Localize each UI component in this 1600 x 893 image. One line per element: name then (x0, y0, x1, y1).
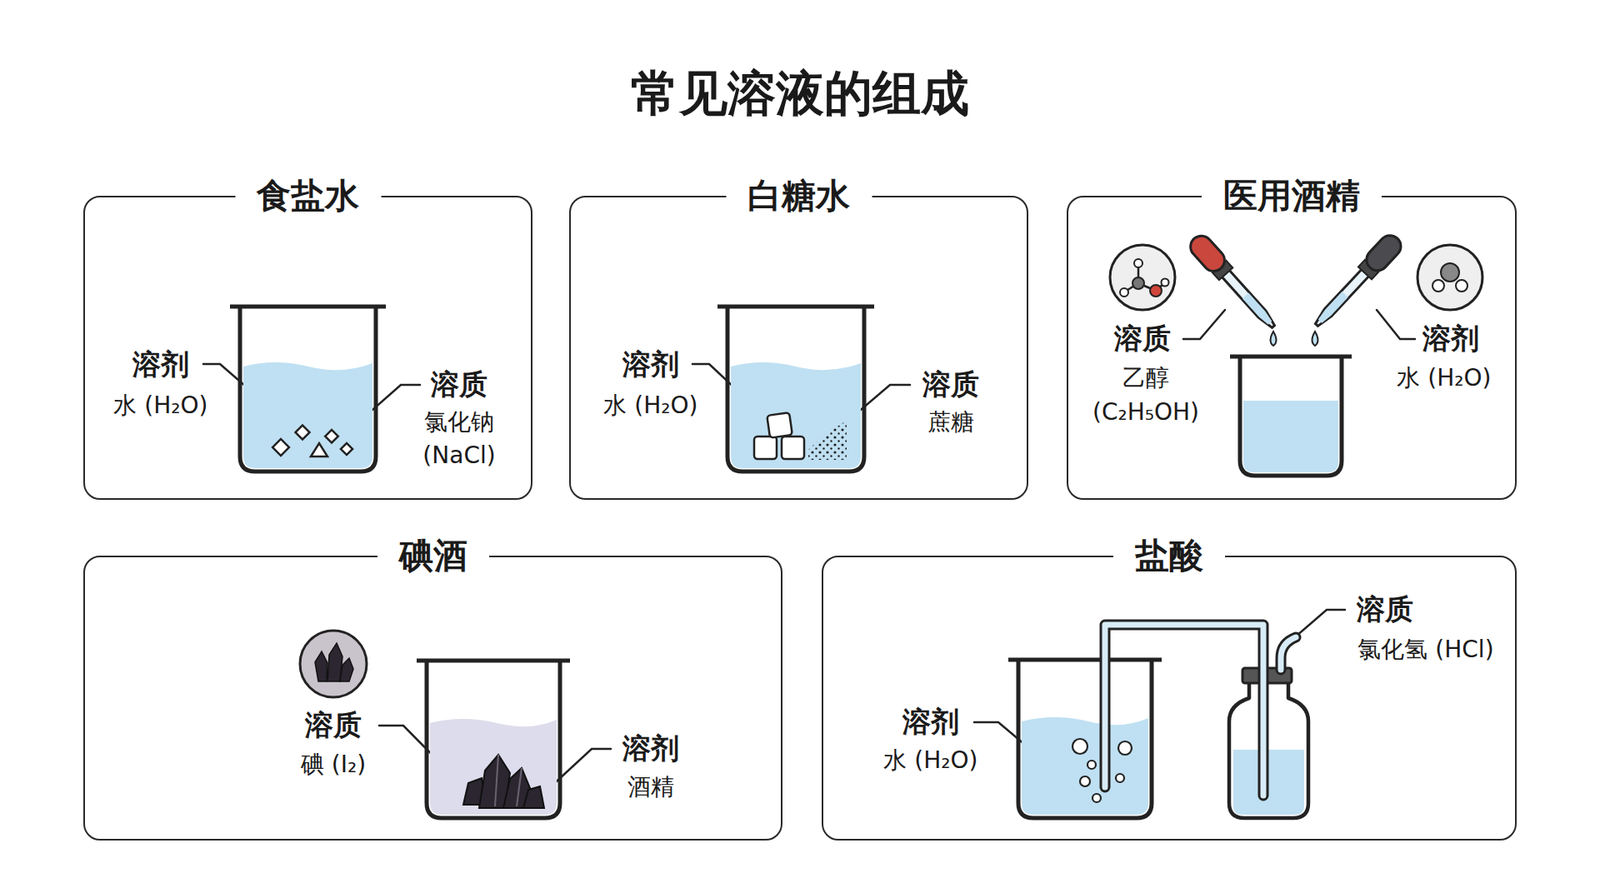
beaker-hcl (1008, 660, 1162, 819)
role-label: 溶质 (305, 706, 362, 745)
dropper-ethanol (1185, 231, 1281, 335)
drops (1270, 331, 1319, 346)
beaker-salt (230, 306, 386, 472)
diagram-title: 常见溶液的组成 (630, 61, 970, 127)
water-icon (1417, 245, 1483, 310)
substance-label: 碘 (I₂) (300, 749, 366, 781)
role-label: 溶剂 (132, 345, 190, 385)
substance-label: 酒精 (627, 771, 675, 804)
role-label: 溶剂 (622, 730, 680, 769)
role-label: 溶剂 (902, 703, 960, 742)
iodine-icon (300, 630, 367, 698)
substance-label: (C₂H₅OH) (1092, 398, 1200, 426)
role-label: 溶剂 (1422, 320, 1480, 359)
substance-label: 氯化钠 (424, 406, 495, 439)
ethanol-icon (1110, 245, 1175, 310)
substance-label: 蔗糖 (927, 406, 975, 439)
panel-heading: 盐酸 (1113, 533, 1225, 580)
role-label: 溶质 (430, 365, 488, 405)
dropper-water (1308, 230, 1405, 333)
gas-tube (1105, 625, 1296, 796)
panel-heading: 食盐水 (235, 173, 381, 220)
role-label: 溶质 (1114, 320, 1171, 359)
beaker-iodine (416, 660, 570, 819)
role-label: 溶质 (1356, 590, 1414, 630)
leader-lines (203, 310, 1415, 790)
panel-heading: 白糖水 (725, 173, 872, 220)
substance-label: (NaCl) (422, 441, 495, 470)
substance-label: 水 (H₂O) (883, 745, 978, 777)
beaker-alcohol (1230, 356, 1352, 476)
substance-label: 氯化氢 (HCl) (1357, 634, 1494, 666)
role-label: 溶剂 (622, 345, 680, 385)
substance-label: 乙醇 (1122, 362, 1170, 395)
beaker-sugar (717, 306, 875, 472)
panel-heading: 碘酒 (377, 533, 490, 580)
substance-label: 水 (H₂O) (603, 390, 698, 422)
solution-panel: 碘酒 (83, 555, 783, 841)
substance-label: 水 (H₂O) (1396, 362, 1491, 395)
substance-label: 水 (H₂O) (113, 390, 208, 422)
role-label: 溶质 (922, 365, 980, 405)
panel-heading: 医用酒精 (1201, 173, 1382, 220)
